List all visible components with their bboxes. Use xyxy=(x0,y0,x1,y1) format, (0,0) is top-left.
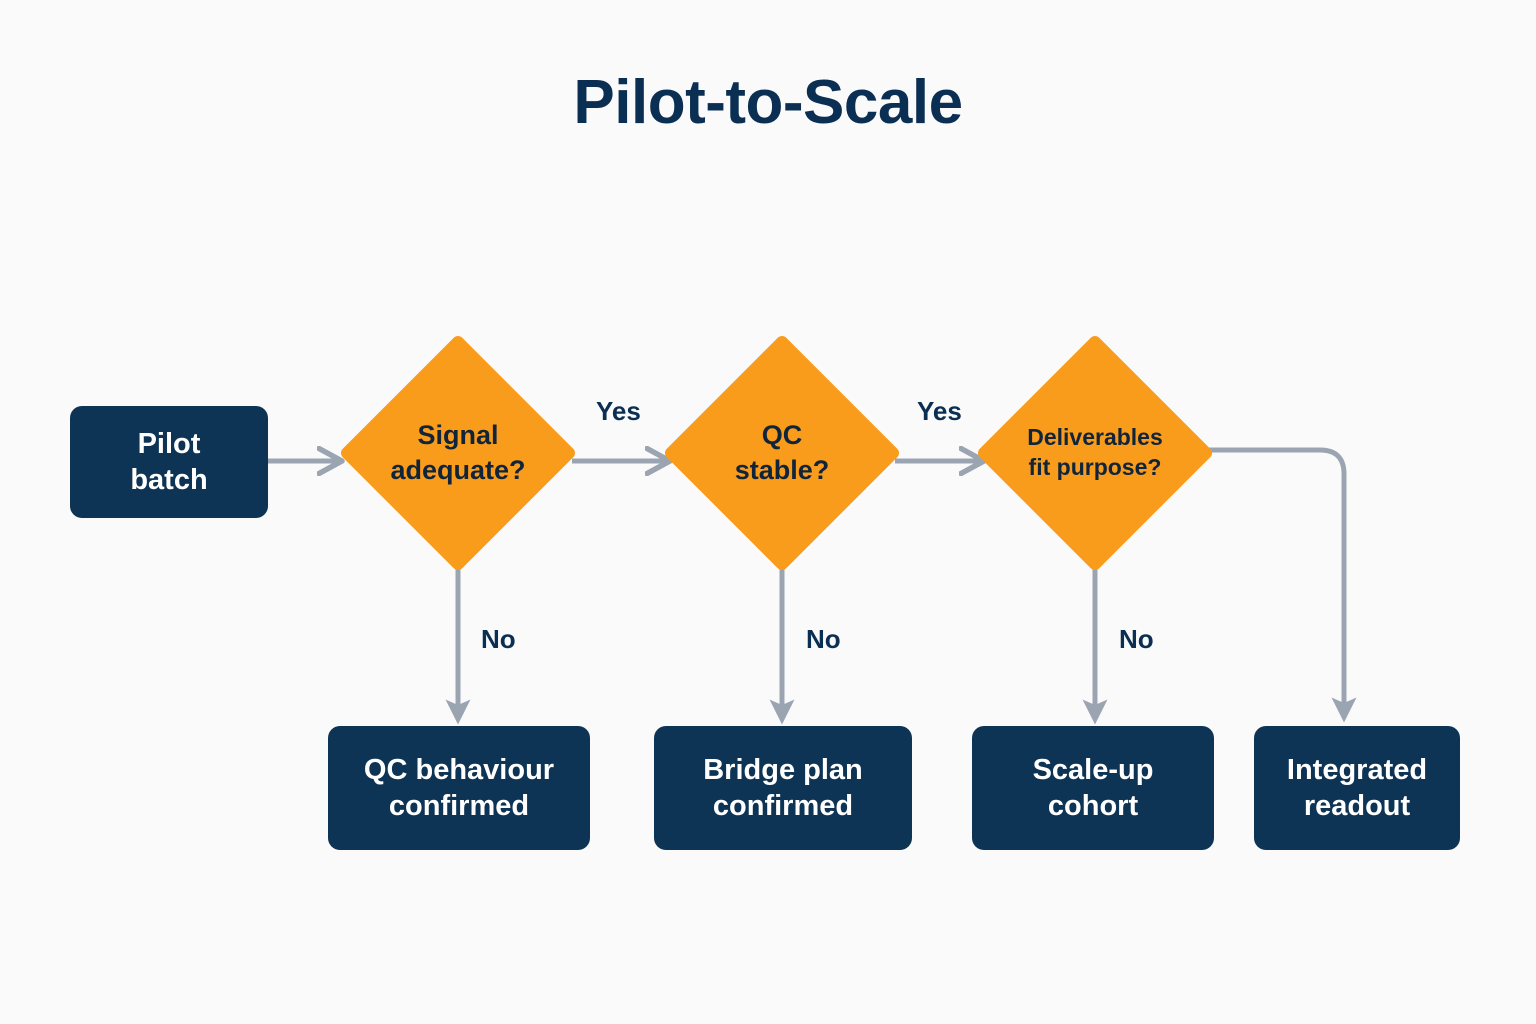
edge-decision3-to-integrated-readout xyxy=(1208,447,1357,723)
edge-label-decision1-no: No xyxy=(481,624,516,654)
node-qc-behaviour-confirmed[interactable]: QC behaviour confirmed xyxy=(328,726,590,850)
node-bridge-plan-confirmed[interactable]: Bridge plan confirmed xyxy=(654,726,912,850)
node-pilot-batch-line1: Pilot xyxy=(137,427,201,460)
node-bridge-plan-confirmed-text: Bridge plan confirmed xyxy=(703,752,863,825)
node-pilot-batch-line2: batch xyxy=(130,464,208,496)
edge-label-decision3-no: No xyxy=(1119,624,1154,654)
node-qc-behaviour-confirmed-text: QC behaviour confirmed xyxy=(364,752,554,825)
node-scale-up-cohort-text: Scale-up cohort xyxy=(1033,752,1154,825)
node-scale-up-cohort[interactable]: Scale-up cohort xyxy=(972,726,1214,850)
node-scale-up-cohort-line2: cohort xyxy=(1047,790,1139,822)
node-pilot-batch-text: Pilot batch xyxy=(130,426,207,499)
edge-label-decision2-no: No xyxy=(806,624,841,654)
node-integrated-readout-text: Integrated readout xyxy=(1287,752,1427,825)
node-qc-behaviour-confirmed-line2: confirmed xyxy=(388,790,530,822)
edge-label-decision1-yes: Yes xyxy=(596,396,641,426)
node-integrated-readout-line2: readout xyxy=(1303,790,1411,822)
node-qc-stable[interactable]: QC stable? xyxy=(665,336,899,570)
node-scale-up-cohort-line1: Scale-up xyxy=(1032,753,1154,786)
edge-label-decision2-yes: Yes xyxy=(917,396,962,426)
node-bridge-plan-confirmed-line2: confirmed xyxy=(712,790,854,822)
node-integrated-readout-line1: Integrated xyxy=(1286,753,1428,786)
node-integrated-readout[interactable]: Integrated readout xyxy=(1254,726,1460,850)
node-pilot-batch[interactable]: Pilot batch xyxy=(70,406,268,518)
node-bridge-plan-confirmed-line1: Bridge plan xyxy=(703,753,863,786)
diamond-icon xyxy=(341,336,575,570)
diamond-icon xyxy=(665,336,899,570)
page-title: Pilot-to-Scale xyxy=(573,68,963,137)
diamond-icon xyxy=(978,336,1212,570)
node-qc-behaviour-confirmed-line1: QC behaviour xyxy=(363,753,555,786)
node-deliverables-fit-purpose[interactable]: Deliverables fit purpose? xyxy=(978,336,1212,570)
node-signal-adequate[interactable]: Signal adequate? xyxy=(341,336,575,570)
